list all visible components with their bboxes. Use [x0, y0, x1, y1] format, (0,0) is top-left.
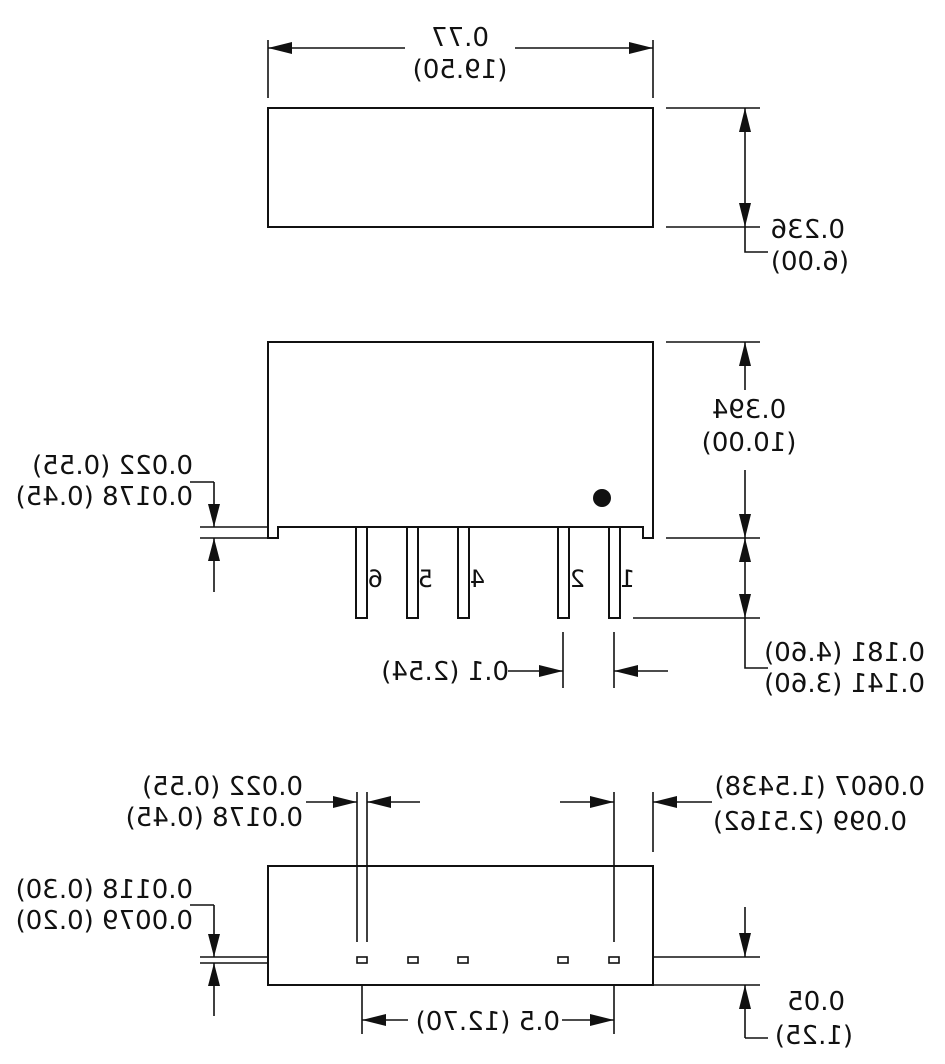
bottom-thick-max: 0.0118 (0.30)	[16, 875, 193, 905]
side-height-mm: (10.00)	[702, 428, 797, 458]
top-width-mm: (19.50)	[413, 55, 508, 85]
pin-1	[608, 526, 621, 619]
pad-2	[407, 956, 419, 964]
top-height-in: 0.236	[771, 215, 845, 245]
dimension-labels: 0.77 (19.50) 0.236 (6.00) 0.394 (10.00) …	[16, 23, 925, 1051]
top-view-body	[267, 107, 654, 228]
side-pitch: 0.1 (2.54)	[381, 657, 509, 687]
pad-5	[608, 956, 620, 964]
bottom-pinwidth-max: 0.022 (0.55)	[142, 772, 303, 802]
top-width-in: 0.77	[431, 23, 489, 53]
pin-2	[557, 526, 570, 619]
side-height-in: 0.394	[712, 395, 786, 425]
pad-1	[356, 956, 368, 964]
bottom-thick-min: 0.0079 (0.20)	[16, 906, 193, 936]
bottom-span: 0.5 (12.70)	[416, 1007, 560, 1037]
top-view	[267, 40, 768, 253]
bottom-offset-max: 0.0607 (1.5438)	[714, 772, 925, 802]
pad-4	[557, 956, 569, 964]
pin-label-1: 1	[620, 565, 635, 593]
bottom-standoff-mm: (1.25)	[775, 1021, 853, 1051]
pin-label-6: 6	[368, 565, 383, 593]
pin-label-2: 2	[570, 565, 585, 593]
pin-4	[457, 526, 470, 619]
pin1-marker-dot	[593, 489, 611, 507]
side-pinwidth-min: 0.0178 (0.45)	[16, 482, 193, 512]
pin-5	[406, 526, 419, 619]
side-pinlen-min: 0.141 (3.60)	[764, 669, 925, 699]
side-pinlen-max: 0.181 (4.60)	[764, 638, 925, 668]
bottom-view-body	[267, 865, 654, 986]
pad-3	[457, 956, 469, 964]
side-view	[190, 341, 768, 688]
bottom-offset-min: 0.099 (2.5162)	[713, 807, 907, 837]
side-pinwidth-max: 0.022 (0.55)	[32, 451, 193, 481]
pin-label-4: 4	[470, 565, 485, 593]
bottom-pinwidth-min: 0.0178 (0.45)	[126, 803, 303, 833]
top-height-mm: (6.00)	[771, 247, 849, 277]
pin-6	[355, 526, 368, 619]
side-view-body	[267, 341, 654, 539]
pin-label-5: 5	[418, 565, 433, 593]
bottom-standoff-in: 0.05	[787, 987, 845, 1017]
bottom-view	[190, 792, 768, 1039]
